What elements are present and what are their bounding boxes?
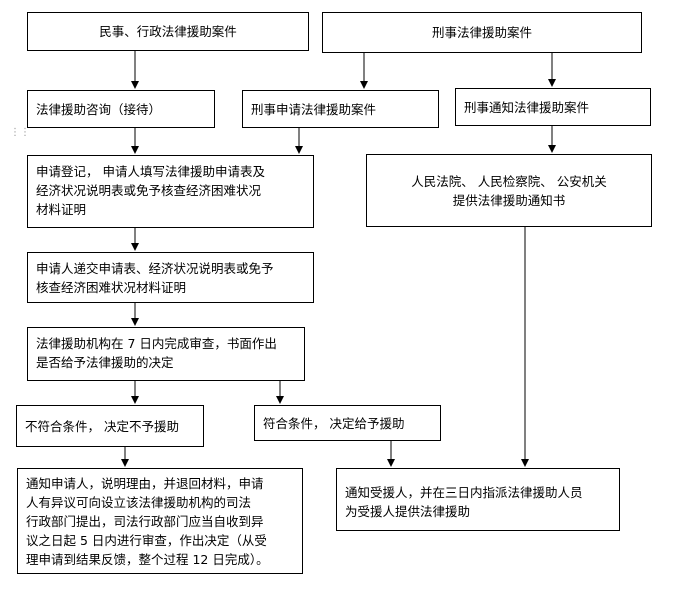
submit-line-1: 申请人递交申请表、经济状况说明表或免予 bbox=[36, 261, 274, 276]
notify-reject-line-2: 人有异议可向设立该法律援助机构的司法 bbox=[26, 495, 252, 510]
civil-admin-box: 民事、行政法律援助案件 bbox=[27, 12, 309, 51]
review-line-1: 法律援助机构在 7 日内完成审查，书面作出 bbox=[36, 336, 277, 351]
register-line-2: 经济状况说明表或免予核查经济困难状况 bbox=[36, 183, 262, 198]
notify-approve-line-1: 通知受援人，并在三日内指派法律援助人员 bbox=[345, 485, 583, 500]
submit-box: 申请人递交申请表、经济状况说明表或免予 核查经济困难状况材料证明 bbox=[27, 252, 314, 303]
approve-box: 符合条件， 决定给予援助 bbox=[254, 405, 441, 441]
criminal-label: 刑事法律援助案件 bbox=[431, 25, 532, 40]
review-box: 法律援助机构在 7 日内完成审查，书面作出 是否给予法律援助的决定 bbox=[27, 327, 305, 381]
criminal-notify-label: 刑事通知法律援助案件 bbox=[464, 99, 590, 115]
civil-admin-label: 民事、行政法律援助案件 bbox=[99, 24, 237, 39]
criminal-notify-box: 刑事通知法律援助案件 bbox=[455, 88, 651, 126]
approve-label: 符合条件， 决定给予援助 bbox=[263, 415, 405, 431]
register-line-1: 申请登记， 申请人填写法律援助申请表及 bbox=[36, 164, 265, 179]
reject-box: 不符合条件， 决定不予援助 bbox=[16, 405, 204, 447]
notify-reject-line-3: 行政部门提出，司法行政部门应当自收到异 bbox=[26, 514, 264, 529]
courts-line-1: 人民法院、 人民检察院、 公安机关 bbox=[411, 173, 607, 189]
notify-reject-box: 通知申请人，说明理由，并退回材料，申请 人有异议可向设立该法律援助机构的司法 行… bbox=[17, 468, 303, 574]
consult-label: 法律援助咨询（接待） bbox=[36, 101, 162, 117]
register-line-3: 材料证明 bbox=[36, 202, 87, 217]
notify-reject-line-1: 通知申请人，说明理由，并退回材料，申请 bbox=[26, 476, 264, 491]
notify-approve-box: 通知受援人，并在三日内指派法律援助人员 为受援人提供法律援助 bbox=[336, 468, 620, 531]
notify-reject-line-5: 理申请到结果反馈，整个过程 12 日完成）。 bbox=[26, 552, 269, 567]
drag-handle-icon[interactable]: ⋮⋮ bbox=[10, 127, 30, 138]
notify-approve-line-2: 为受援人提供法律援助 bbox=[345, 504, 471, 519]
notify-reject-line-4: 议之日起 5 日内进行审查，作出决定（从受 bbox=[26, 533, 267, 548]
criminal-box: 刑事法律援助案件 bbox=[322, 12, 642, 53]
register-box: 申请登记， 申请人填写法律援助申请表及 经济状况说明表或免予核查经济困难状况 材… bbox=[27, 155, 314, 228]
criminal-apply-box: 刑事申请法律援助案件 bbox=[242, 90, 439, 128]
submit-line-2: 核查经济困难状况材料证明 bbox=[36, 280, 187, 295]
criminal-apply-label: 刑事申请法律援助案件 bbox=[251, 101, 377, 117]
reject-label: 不符合条件， 决定不予援助 bbox=[25, 418, 179, 434]
courts-box: 人民法院、 人民检察院、 公安机关 提供法律援助通知书 bbox=[366, 154, 652, 227]
consult-box: 法律援助咨询（接待） bbox=[27, 90, 215, 128]
review-line-2: 是否给予法律援助的决定 bbox=[36, 355, 174, 370]
courts-line-2: 提供法律援助通知书 bbox=[452, 192, 566, 208]
